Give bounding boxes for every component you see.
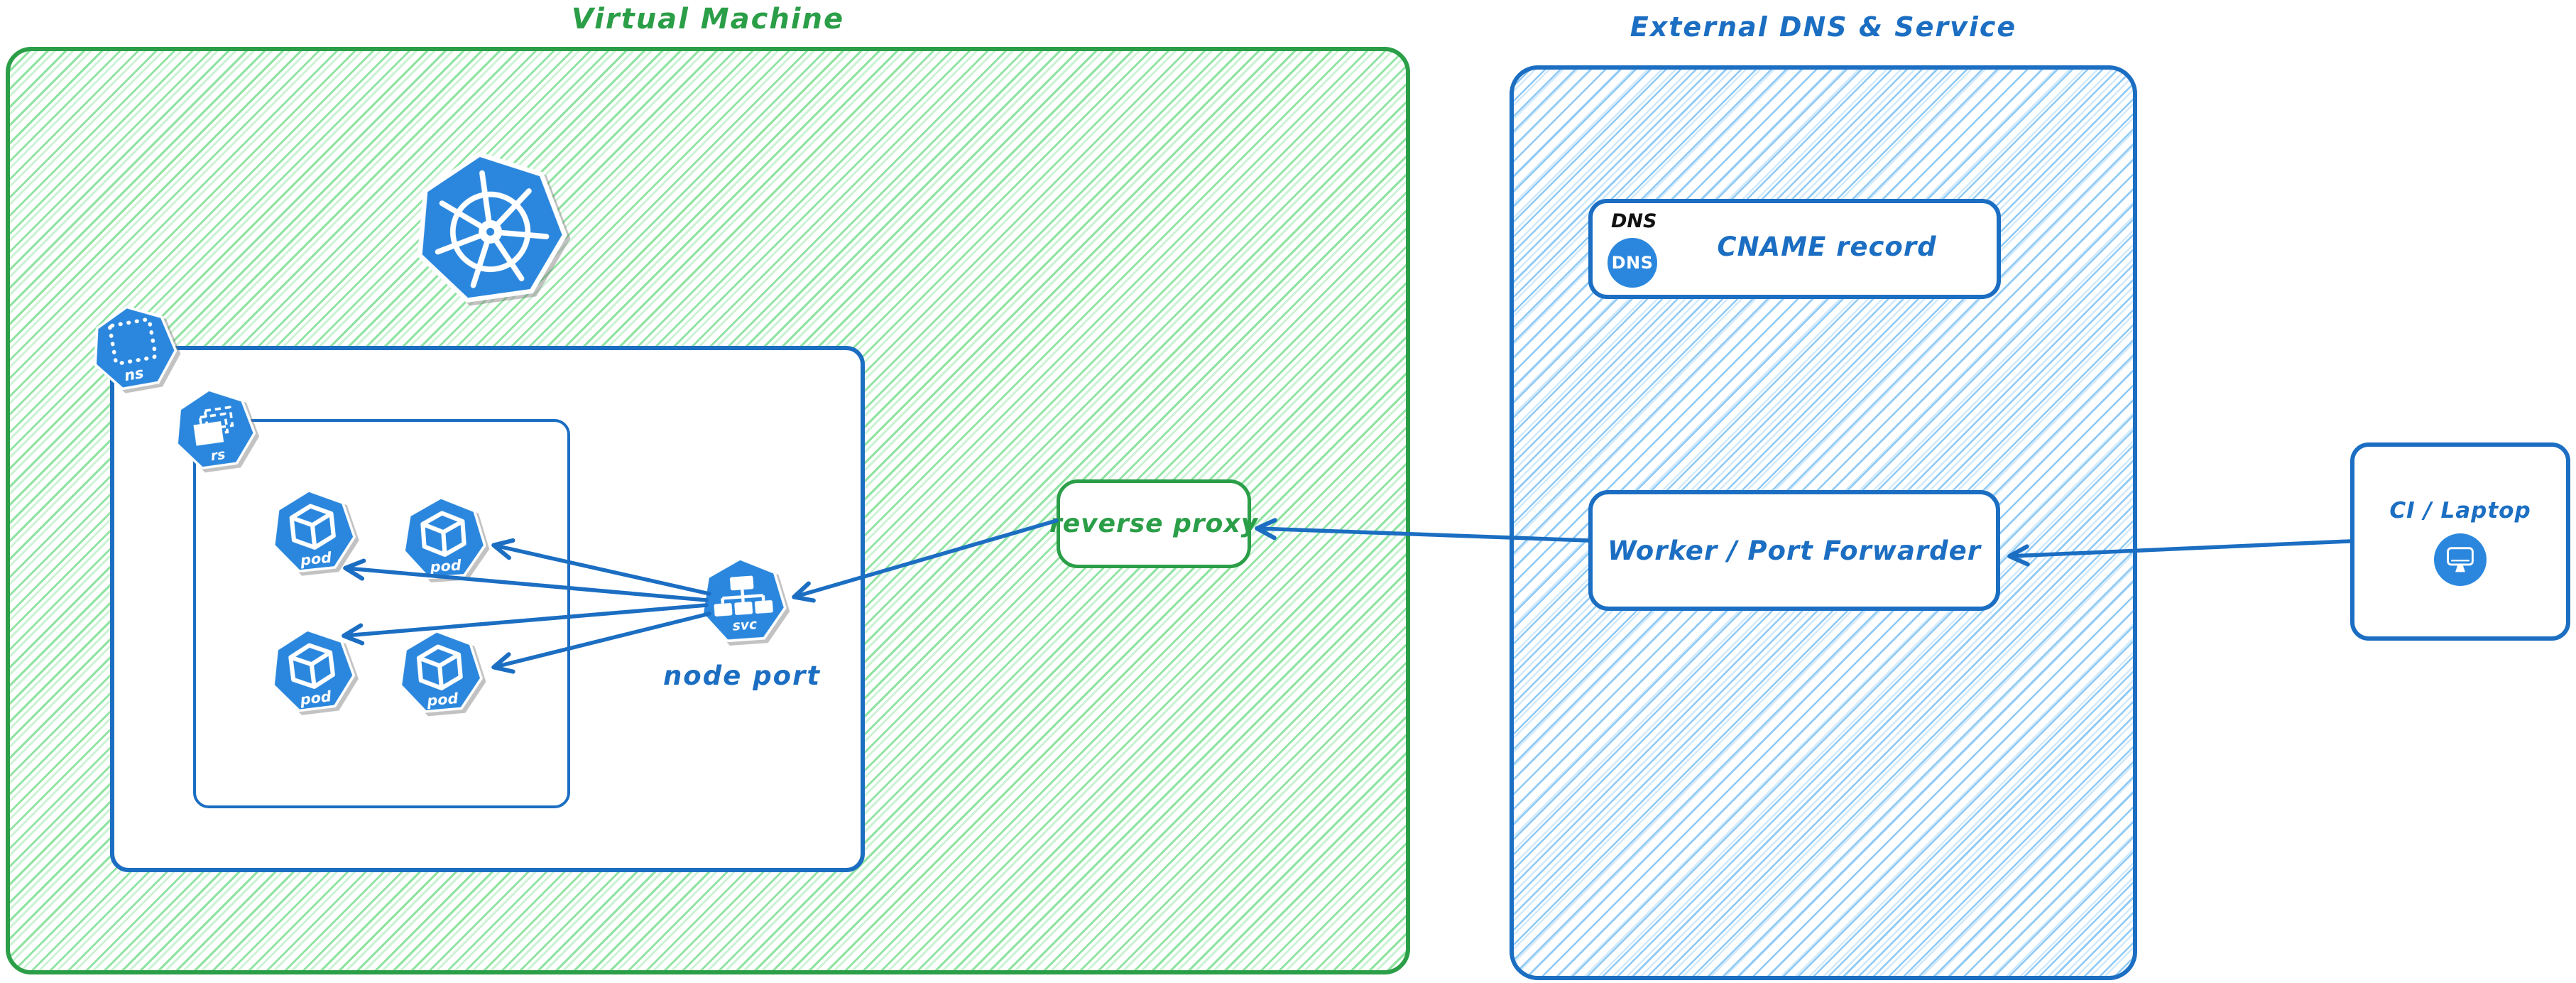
pod-label: pod (299, 549, 333, 570)
dns-tag-label: DNS (1611, 210, 1657, 232)
cube-glyph (288, 643, 335, 689)
kubernetes-icon (402, 141, 578, 317)
external-dns-service-title: External DNS & Service (1630, 11, 2017, 43)
worker-port-forwarder-box: Worker / Port Forwarder (1588, 490, 2000, 611)
ci-laptop-box: CI / Laptop (2350, 442, 2570, 641)
tree-glyph (714, 575, 773, 617)
pod-label: pod (298, 688, 333, 708)
reverse-proxy-box: reverse proxy (1049, 479, 1257, 568)
pod-label: pod (429, 556, 463, 575)
pod-icon: pod (398, 493, 490, 585)
virtual-machine-title: Virtual Machine (571, 3, 845, 36)
namespace-icon: ns (83, 298, 184, 398)
node-port-label: node port (662, 661, 822, 691)
service-icon: svc (696, 554, 790, 648)
replicaset-box (193, 419, 570, 808)
worker-port-forwarder-label: Worker / Port Forwarder (1607, 535, 1981, 566)
monitor-icon (2434, 533, 2487, 586)
dotted-square-glyph (108, 317, 158, 366)
cube-glyph (420, 511, 466, 557)
pod-icon: pod (266, 484, 361, 580)
cname-record-label: CNAME record (1717, 232, 1937, 262)
service-label: svc (732, 617, 758, 634)
dns-icon: DNS (1608, 238, 1657, 288)
replicaset-icon: rs (167, 382, 261, 477)
replicaset-label: rs (209, 447, 226, 465)
pod-icon: pod (393, 626, 487, 719)
pod-label: pod (425, 690, 459, 710)
cube-glyph (289, 504, 336, 550)
ci-laptop-label: CI / Laptop (2389, 497, 2531, 523)
cube-glyph (416, 644, 463, 690)
dns-cname-box: DNS DNS CNAME record (1588, 199, 2001, 299)
stacked-rects-glyph (193, 406, 234, 446)
pod-icon: pod (264, 623, 361, 719)
reverse-proxy-label: reverse proxy (1049, 509, 1259, 538)
namespace-label: ns (123, 364, 145, 384)
